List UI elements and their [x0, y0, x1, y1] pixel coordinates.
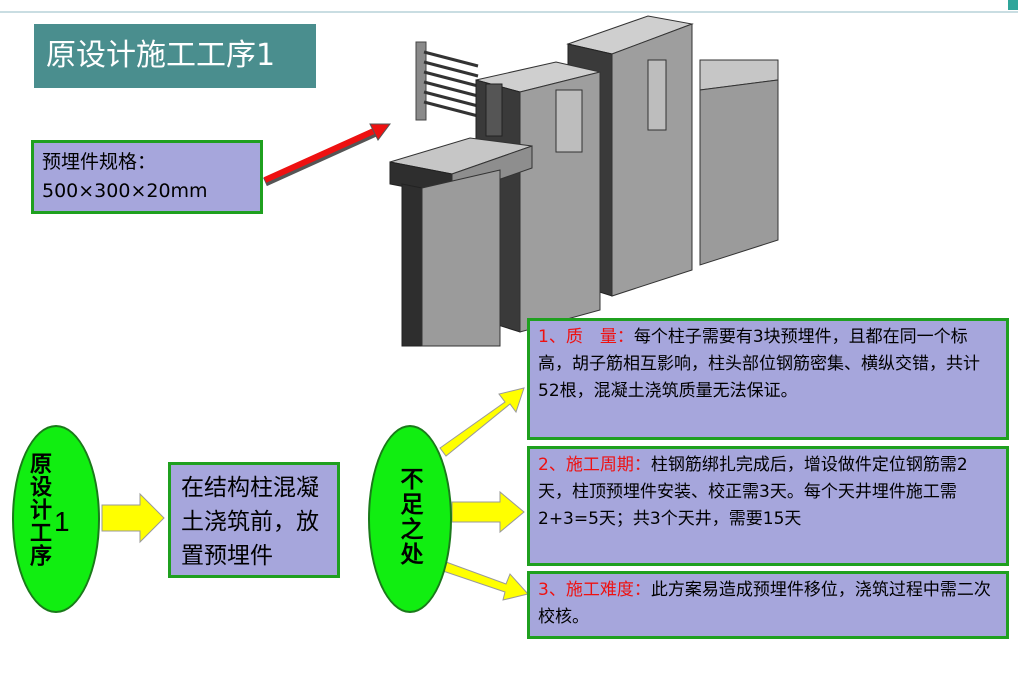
header-divider	[0, 11, 1018, 13]
anchor-bars	[423, 50, 479, 118]
shortcomings-ellipse-text: 不足之处	[396, 467, 422, 567]
corner-accent	[1008, 0, 1018, 10]
pointer-arrow	[263, 127, 378, 183]
shortcomings-ellipse	[368, 425, 452, 613]
process-ellipse	[12, 425, 100, 613]
arrow-to-issue-3	[439, 561, 529, 601]
slide-title: 原设计施工工序1	[34, 24, 316, 88]
issue-label: 3、施工难度：	[538, 580, 651, 600]
issue-label: 1、质 量：	[538, 327, 634, 347]
issue-box-period: 2、施工周期：柱钢筋绑扎完成后，增设做件定位钢筋需2天，柱顶预埋件安装、校正需3…	[527, 446, 1009, 566]
process-ellipse-number: 1	[54, 506, 70, 537]
process-ellipse-text: 原设计工序	[26, 452, 51, 567]
issue-box-quality: 1、质 量：每个柱子需要有3块预埋件，且都在同一个标高，胡子筋相互影响，柱头部位…	[527, 318, 1009, 440]
arrow-to-step	[101, 492, 165, 544]
spec-line-2: 500×300×20mm	[42, 180, 208, 202]
embed-spec-box: 预埋件规格： 500×300×20mm	[31, 140, 263, 214]
step-box: 在结构柱混凝土浇筑前，放置预埋件	[168, 462, 340, 578]
issue-text: 此方案易造成预埋件移位，浇筑过程中需二次校核。	[538, 580, 991, 627]
arrow-to-issue-2	[451, 490, 525, 534]
issue-box-difficulty: 3、施工难度：此方案易造成预埋件移位，浇筑过程中需二次校核。	[527, 571, 1009, 639]
spec-line-1: 预埋件规格：	[42, 151, 157, 173]
issue-text: 每个柱子需要有3块预埋件，且都在同一个标高，胡子筋相互影响，柱头部位钢筋密集、横…	[538, 327, 980, 401]
issue-text: 柱钢筋绑扎完成后，增设做件定位钢筋需2天，柱顶预埋件安装、校正需3天。每个天井埋…	[538, 455, 968, 529]
issue-label: 2、施工周期：	[538, 455, 651, 475]
arrow-to-issue-1	[439, 387, 525, 457]
